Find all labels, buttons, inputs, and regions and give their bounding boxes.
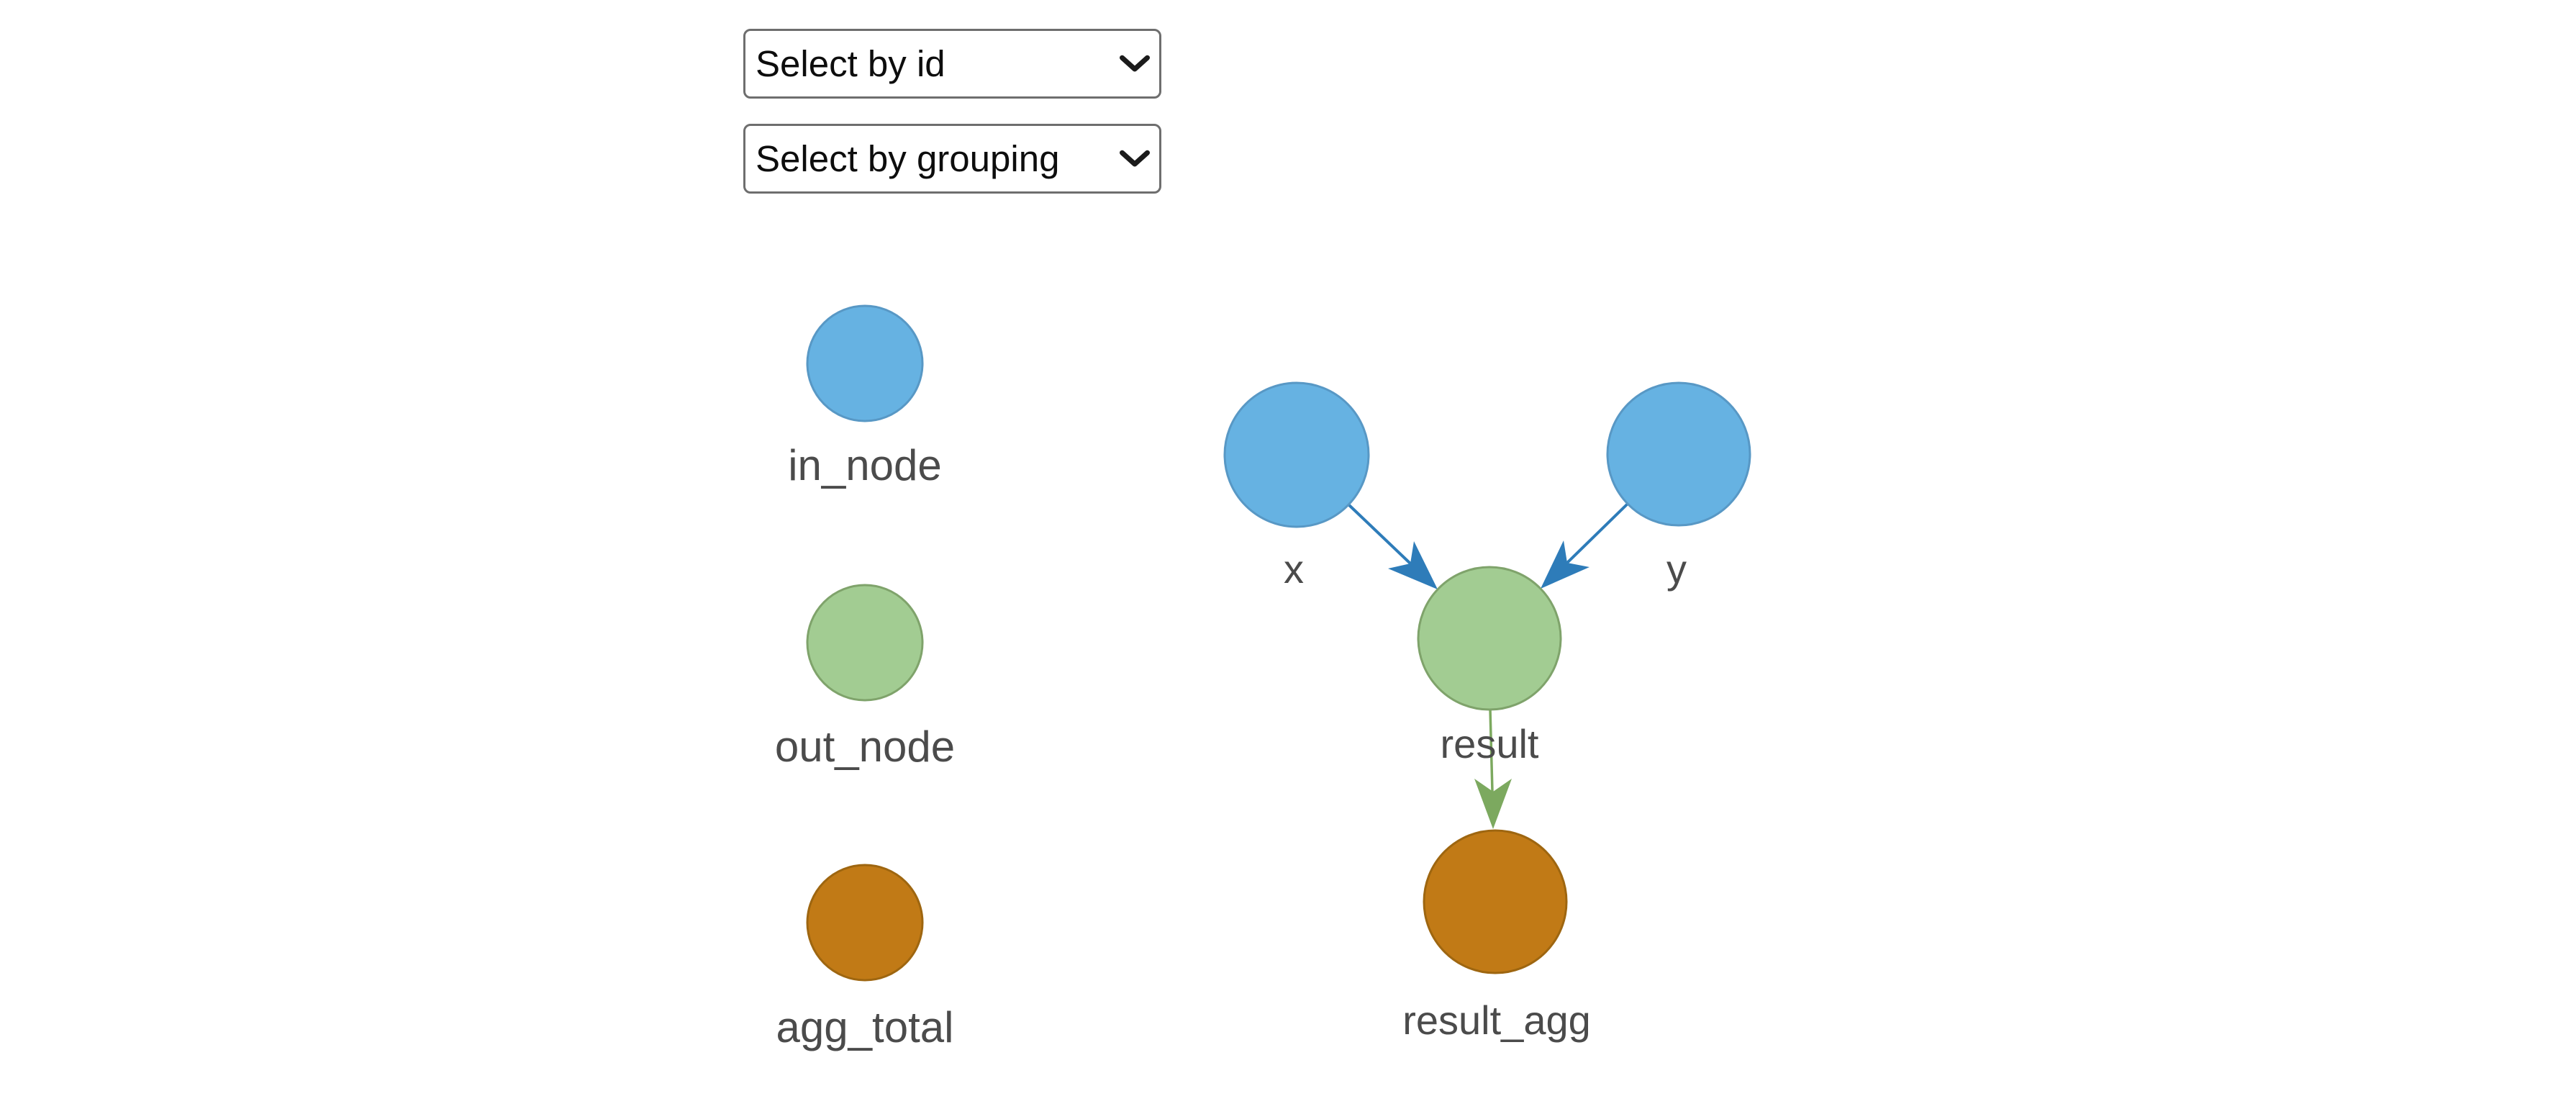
legend-label-in-node: in_node — [788, 441, 942, 489]
legend-label-out-node: out_node — [775, 723, 955, 771]
edge-result-result-agg-arrowhead-icon — [1474, 779, 1512, 829]
node-labels: x y result result_agg — [1284, 546, 1687, 1043]
graph-node-result[interactable] — [1417, 566, 1562, 711]
legend-label-agg-total: agg_total — [776, 1003, 954, 1051]
graph-node-label-x: x — [1284, 546, 1304, 592]
edge-result-result-agg — [1489, 709, 1494, 792]
edge-x-result-arrowhead-icon — [1388, 541, 1438, 589]
legend: in_node out_node agg_total — [775, 304, 955, 1051]
nodes — [1223, 381, 1751, 974]
legend-swatch-out-node — [806, 584, 924, 702]
graph-node-label-result-agg: result_agg — [1402, 997, 1591, 1043]
legend-swatch-agg-total — [806, 864, 924, 982]
select-by-grouping-wrap: Select by grouping — [743, 124, 1161, 194]
select-by-id[interactable]: Select by id — [743, 29, 1161, 99]
edge-y-result — [1566, 502, 1629, 564]
graph-node-result-agg[interactable] — [1423, 829, 1568, 974]
select-by-id-wrap: Select by id — [743, 29, 1161, 99]
graph-node-x[interactable] — [1223, 381, 1370, 528]
select-by-grouping[interactable]: Select by grouping — [743, 124, 1161, 194]
graph-node-label-y: y — [1666, 546, 1687, 592]
edge-x-result — [1347, 503, 1412, 565]
edges — [1347, 502, 1629, 829]
graph-node-y[interactable] — [1606, 381, 1751, 527]
legend-swatch-in-node — [806, 304, 924, 422]
graph-node-label-result: result — [1441, 721, 1539, 766]
edge-y-result-arrowhead-icon — [1541, 540, 1589, 589]
